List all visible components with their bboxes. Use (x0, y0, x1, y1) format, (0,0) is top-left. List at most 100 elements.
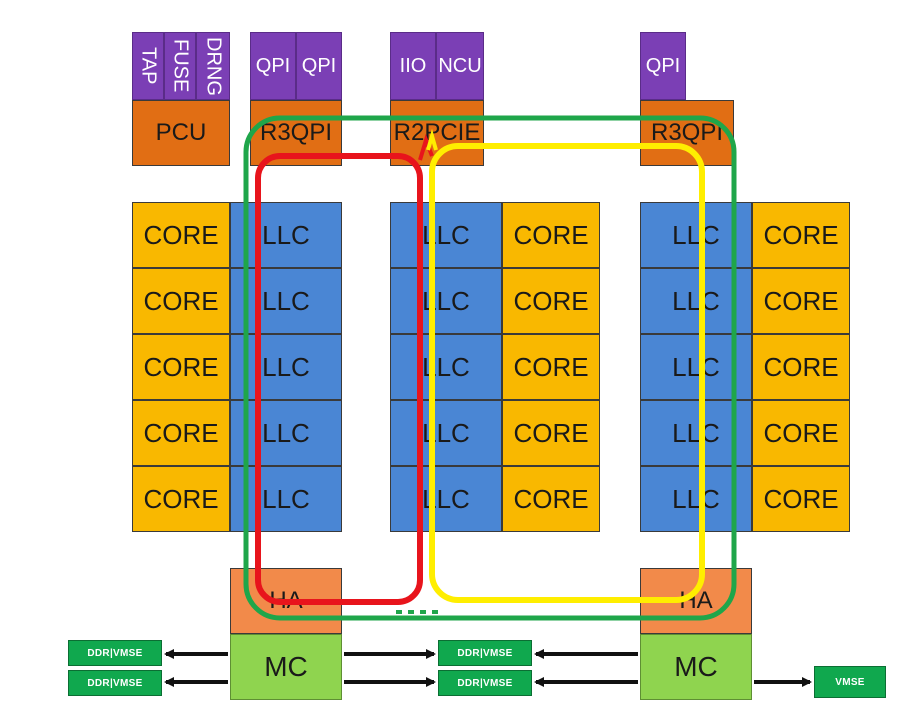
core-label: CORE (763, 285, 839, 316)
iio-label: IIO (399, 54, 427, 77)
llc-label: LLC (262, 351, 310, 382)
core-label: CORE (763, 351, 839, 382)
core-label: CORE (143, 417, 219, 448)
home-agent-left: HA (230, 568, 342, 634)
tap-block: TAP (132, 32, 164, 100)
llc-label: LLC (262, 417, 310, 448)
ncu-label: NCU (438, 54, 482, 77)
ddr-vmse-label: DDR|VMSE (87, 677, 143, 689)
qpi-block-right: QPI (640, 32, 686, 100)
core-mid-3: CORE (502, 334, 600, 400)
ddr-vmse-label: DDR|VMSE (457, 647, 513, 659)
llc-label: LLC (672, 417, 720, 448)
vmse-right: VMSE (814, 666, 886, 698)
llc-mid-5: LLC (390, 466, 502, 532)
llc-left-3: LLC (230, 334, 342, 400)
ddr-vmse-mid-top: DDR|VMSE (438, 640, 532, 666)
ddr-vmse-mid-bottom: DDR|VMSE (438, 670, 532, 696)
llc-right-5: LLC (640, 466, 752, 532)
home-agent-right: HA (640, 568, 752, 634)
core-right-3: CORE (752, 334, 850, 400)
drng-block: DRNG (196, 32, 230, 100)
r3qpi-label-right: R3QPI (650, 119, 724, 146)
llc-label: LLC (422, 483, 470, 514)
core-label: CORE (763, 417, 839, 448)
llc-left-2: LLC (230, 268, 342, 334)
core-right-1: CORE (752, 202, 850, 268)
qpi-block-a: QPI (250, 32, 296, 100)
ncu-block: NCU (436, 32, 484, 100)
llc-mid-3: LLC (390, 334, 502, 400)
ddr-vmse-label: DDR|VMSE (87, 647, 143, 659)
qpi-label-right: QPI (645, 54, 681, 77)
llc-label: LLC (262, 219, 310, 250)
core-label: CORE (143, 285, 219, 316)
pcu-block: PCU (132, 100, 230, 166)
vmse-label: VMSE (835, 676, 865, 688)
r3qpi-block-left: R3QPI (250, 100, 342, 166)
core-left-4: CORE (132, 400, 230, 466)
core-left-3: CORE (132, 334, 230, 400)
r3qpi-label-left: R3QPI (259, 119, 333, 146)
memory-controller-right: MC (640, 634, 752, 700)
memory-controller-label: MC (264, 651, 308, 682)
llc-label: LLC (262, 285, 310, 316)
core-mid-2: CORE (502, 268, 600, 334)
fuse-block: FUSE (164, 32, 196, 100)
core-label: CORE (763, 483, 839, 514)
core-mid-4: CORE (502, 400, 600, 466)
core-right-2: CORE (752, 268, 850, 334)
home-agent-label: HA (679, 587, 713, 614)
iio-block: IIO (390, 32, 436, 100)
llc-right-2: LLC (640, 268, 752, 334)
llc-right-4: LLC (640, 400, 752, 466)
r3qpi-block-right: R3QPI (640, 100, 734, 166)
core-left-5: CORE (132, 466, 230, 532)
core-label: CORE (513, 483, 589, 514)
core-label: CORE (513, 219, 589, 250)
llc-label: LLC (672, 483, 720, 514)
core-label: CORE (513, 285, 589, 316)
core-mid-1: CORE (502, 202, 600, 268)
drng-label: DRNG (202, 36, 225, 96)
qpi-label-a: QPI (255, 54, 291, 77)
ddr-vmse-label: DDR|VMSE (457, 677, 513, 689)
ddr-vmse-left-top: DDR|VMSE (68, 640, 162, 666)
r2pcie-label: R2PCIE (393, 119, 481, 146)
llc-label: LLC (672, 285, 720, 316)
llc-right-3: LLC (640, 334, 752, 400)
llc-label: LLC (422, 351, 470, 382)
llc-label: LLC (672, 219, 720, 250)
core-left-1: CORE (132, 202, 230, 268)
ddr-vmse-left-bottom: DDR|VMSE (68, 670, 162, 696)
core-right-4: CORE (752, 400, 850, 466)
tap-label: TAP (137, 47, 160, 85)
llc-label: LLC (422, 219, 470, 250)
llc-mid-2: LLC (390, 268, 502, 334)
llc-label: LLC (422, 285, 470, 316)
core-mid-5: CORE (502, 466, 600, 532)
llc-label: LLC (262, 483, 310, 514)
core-label: CORE (513, 351, 589, 382)
home-agent-label: HA (269, 587, 303, 614)
llc-mid-1: LLC (390, 202, 502, 268)
llc-label: LLC (672, 351, 720, 382)
fuse-label: FUSE (169, 39, 192, 93)
memory-controller-left: MC (230, 634, 342, 700)
llc-left-1: LLC (230, 202, 342, 268)
core-label: CORE (513, 417, 589, 448)
core-right-5: CORE (752, 466, 850, 532)
core-label: CORE (143, 351, 219, 382)
core-label: CORE (143, 219, 219, 250)
llc-label: LLC (422, 417, 470, 448)
memory-controller-label: MC (674, 651, 718, 682)
llc-left-5: LLC (230, 466, 342, 532)
r2pcie-block: R2PCIE (390, 100, 484, 166)
qpi-block-b: QPI (296, 32, 342, 100)
qpi-label-b: QPI (301, 54, 337, 77)
core-label: CORE (763, 219, 839, 250)
core-left-2: CORE (132, 268, 230, 334)
llc-left-4: LLC (230, 400, 342, 466)
pcu-label: PCU (155, 119, 207, 146)
core-label: CORE (143, 483, 219, 514)
